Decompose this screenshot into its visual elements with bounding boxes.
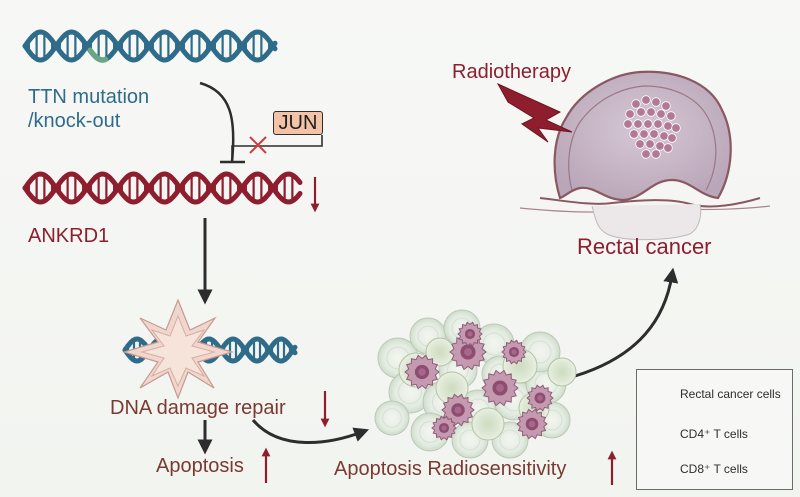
- cancer-cell-cluster: [623, 95, 681, 159]
- jun-label: JUN: [278, 112, 318, 134]
- ankrd1-dna-helix: [22, 171, 303, 205]
- jun-promoter-line: [231, 135, 323, 162]
- legend: Rectal cancer cells CD4⁺ T cells CD8⁺ T …: [636, 369, 793, 490]
- apoptosis-label: Apoptosis: [156, 455, 244, 477]
- tumor-immune-cell-cluster: [374, 309, 577, 459]
- legend-label-cd8-t-cells: CD8⁺ T cells: [680, 462, 748, 476]
- ankrd1-label: ANKRD1: [28, 225, 110, 247]
- blocked-x-icon: [249, 136, 267, 154]
- legend-label-cd4-t-cells: CD4⁺ T cells: [680, 427, 748, 441]
- knock-out-label: /knock-out: [28, 110, 121, 132]
- cluster-to-rectal-cancer-arrow: [574, 267, 679, 378]
- ttn-mutation-label: TTN mutation: [28, 86, 150, 108]
- apoptosis-radiosensitivity-label: Apoptosis Radiosensitivity: [334, 458, 567, 480]
- ttn-inhibits-ankrd1-connector: [199, 81, 235, 163]
- dna-damage-repair-label: DNA damage repair: [110, 397, 286, 419]
- rectal-cancer-label: Rectal cancer: [577, 234, 712, 259]
- dna-damage-burst-icon: [121, 298, 235, 400]
- repair-to-cluster-arrow: [251, 419, 370, 444]
- radiotherapy-label: Radiotherapy: [452, 61, 571, 83]
- radiotherapy-bolt-icon: [496, 82, 573, 143]
- legend-label-rectal-cancer-cells: Rectal cancer cells: [680, 387, 781, 401]
- rectal-tumor-illustration: [519, 70, 771, 241]
- jun-box: JUN: [273, 111, 323, 135]
- ttn-dna-helix: [22, 29, 278, 63]
